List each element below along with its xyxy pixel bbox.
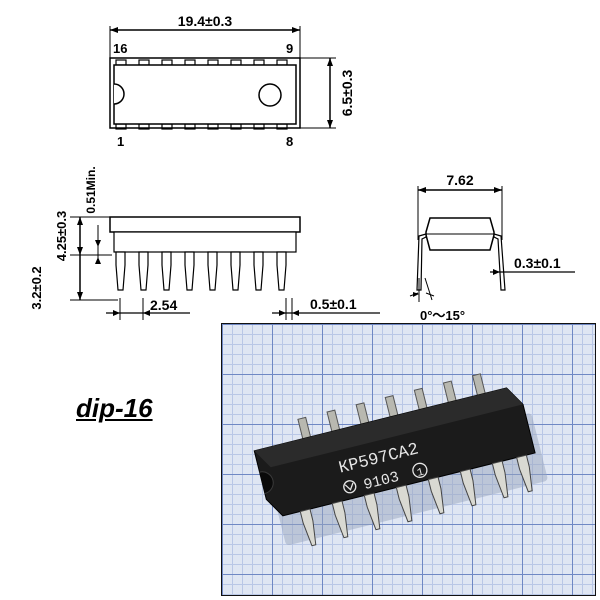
right-lead bbox=[493, 233, 506, 291]
package-body-side bbox=[109, 216, 301, 233]
overall-length-label: 19.4±0.3 bbox=[178, 13, 233, 29]
width-label: 6.5±0.3 bbox=[339, 69, 355, 116]
min-clearance-label: 0.51Min. bbox=[84, 166, 98, 213]
side-leads bbox=[115, 251, 287, 291]
lead-width-label: 0.5±0.1 bbox=[310, 296, 357, 312]
lead-thickness-label: 0.3±0.1 bbox=[514, 255, 561, 271]
quality-mark-circle bbox=[412, 462, 428, 478]
chip-photo: КР597СА2 9103 1 bbox=[221, 323, 596, 596]
pin1-dimple bbox=[258, 83, 282, 107]
side-view: 0.51Min. 4.25±0.3 3.2±0.2 2.54 0.5±0.1 bbox=[29, 166, 380, 320]
pin-9-label: 9 bbox=[286, 41, 293, 56]
orientation-notch bbox=[113, 83, 125, 105]
pin-16-label: 16 bbox=[113, 41, 127, 56]
pitch-label: 2.54 bbox=[150, 297, 177, 313]
body-height-label: 4.25±0.3 bbox=[54, 211, 69, 262]
pin-1-label: 1 bbox=[117, 134, 124, 149]
top-view: 19.4±0.3 16 9 1 8 bbox=[109, 13, 355, 149]
left-lead bbox=[416, 233, 427, 291]
angle-label: 0°～15° bbox=[420, 308, 465, 323]
lead-length-label: 3.2±0.2 bbox=[29, 266, 44, 309]
row-spacing-label: 7.62 bbox=[446, 172, 473, 188]
end-view: 7.62 0°～15° 0.3±0.1 bbox=[409, 172, 575, 323]
chip-quality-mark: 1 bbox=[416, 467, 426, 480]
chip-illustration: КР597СА2 9103 1 bbox=[253, 373, 548, 547]
manufacturer-logo bbox=[343, 480, 357, 494]
chip-front-leads bbox=[299, 454, 533, 547]
pin-8-label: 8 bbox=[286, 134, 293, 149]
package-caption: dip-16 bbox=[76, 393, 153, 423]
